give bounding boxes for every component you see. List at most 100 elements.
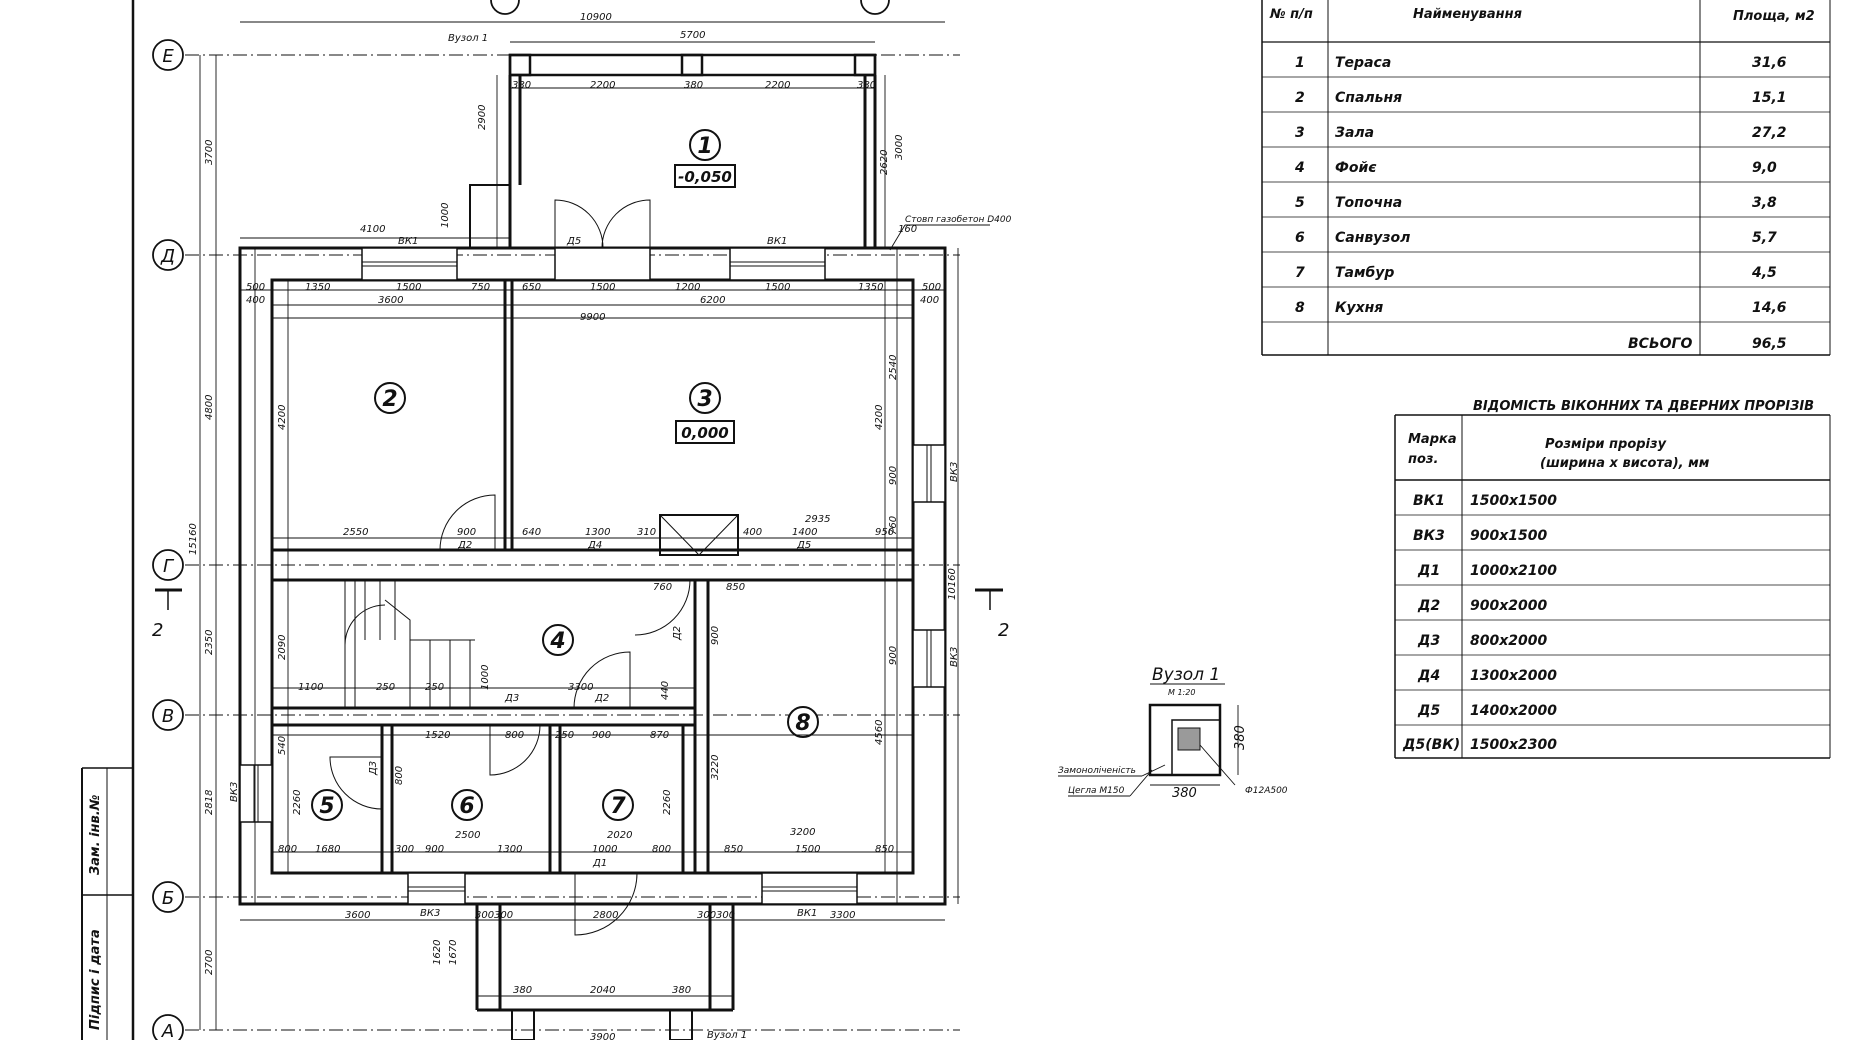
dim-ter-post-1: 380 xyxy=(512,80,531,91)
rooms-row-1-name: Тераса xyxy=(1335,55,1391,71)
dim-ter-seg-1: 2200 xyxy=(590,80,615,91)
room-3-number: 3 xyxy=(697,387,712,412)
dim-left-2700: 2700 xyxy=(204,950,215,975)
rooms-row-6: 6 Санвузол 5,7 xyxy=(1295,230,1777,246)
rooms-col-num: № п/п xyxy=(1269,7,1313,22)
mark-d2-vestibule: Д2 xyxy=(594,693,609,704)
dim-2900: 2900 xyxy=(477,105,488,130)
mark-vk1-top-right: ВК1 xyxy=(767,236,787,247)
dim-v-250: 250 xyxy=(555,730,574,741)
room-3-level: 0,000 xyxy=(681,424,728,442)
dim-terrace-width: 5700 xyxy=(680,30,705,41)
inventory-label: Зам. інв.№ xyxy=(88,794,103,875)
section-mark-right: 2 xyxy=(975,588,1009,641)
dimension-text: 10900 5700 380 2200 380 2200 380 4100 10… xyxy=(188,12,958,1040)
dim-7-2260: 2260 xyxy=(662,790,673,815)
rooms-row-2-name: Спальня xyxy=(1335,90,1402,106)
dim-row1-1500-b: 1500 xyxy=(590,282,615,293)
openings-row-7-size: 1400х2000 xyxy=(1470,703,1557,719)
dim-5-2260: 2260 xyxy=(292,790,303,815)
room-8-marker: 8 xyxy=(787,706,819,738)
rooms-row-8: 8 Кухня 14,6 xyxy=(1295,300,1787,316)
dim-row1-1350-r: 1350 xyxy=(858,282,883,293)
openings-row-8-mark: Д5(ВК) xyxy=(1402,737,1460,753)
dim-porch-2040: 2040 xyxy=(590,985,615,996)
dim-left-2350: 2350 xyxy=(204,630,215,655)
openings-row-6-size: 1300х2000 xyxy=(1470,668,1557,684)
rooms-row-7-name: Тамбур xyxy=(1335,265,1394,281)
openings-row-2: ВК3 900х1500 xyxy=(1413,528,1547,544)
openings-row-4-size: 900х2000 xyxy=(1470,598,1547,614)
rooms-row-3-num: 3 xyxy=(1295,125,1305,141)
dim-bottom-300-a: 300 xyxy=(475,910,494,921)
dimension-lines xyxy=(199,21,959,1030)
openings-row-3-mark: Д1 xyxy=(1417,563,1440,579)
node-detail: Вузол 1 М 1:20 380 380 Замоноліченість Ц… xyxy=(1058,665,1288,801)
dim-v-800: 800 xyxy=(505,730,524,741)
dim-3000: 3000 xyxy=(894,135,905,160)
dim-g-1300: 1300 xyxy=(585,527,610,538)
openings-row-3: Д1 1000х2100 xyxy=(1417,563,1557,579)
signature-label: Підпис і дата xyxy=(88,929,103,1030)
node-note-rebar: Ф12А500 xyxy=(1245,786,1288,796)
rooms-row-2-num: 2 xyxy=(1295,90,1305,106)
dim-porch-1620: 1620 xyxy=(432,940,443,965)
node-note-brick: Цегла М150 xyxy=(1068,786,1125,796)
dim-right-10160: 10160 xyxy=(947,568,958,600)
rooms-row-7-area: 4,5 xyxy=(1751,265,1777,281)
dim-row2-400-l: 400 xyxy=(246,295,265,306)
dim-left-15160: 15160 xyxy=(188,523,199,555)
openings-row-1-mark: ВК1 xyxy=(1413,493,1445,509)
dim-b-1000: 1000 xyxy=(592,844,617,855)
dim-1000-post: 1000 xyxy=(440,203,451,228)
dim-row2-6200: 6200 xyxy=(700,295,725,306)
axis-marker-v: В xyxy=(152,699,184,731)
dim-2090: 2090 xyxy=(277,635,288,660)
dim-v-900: 900 xyxy=(592,730,611,741)
dim-g-2935: 2935 xyxy=(805,514,830,525)
mark-d4: Д4 xyxy=(587,540,602,551)
rooms-row-4-area: 9,0 xyxy=(1752,160,1777,176)
rooms-row-4-num: 4 xyxy=(1294,160,1305,176)
dim-row3-9900: 9900 xyxy=(580,312,605,323)
rooms-row-5-num: 5 xyxy=(1295,195,1305,211)
dim-kitchen-3200: 3200 xyxy=(790,827,815,838)
dim-bottom-300-b: 300 xyxy=(494,910,513,921)
openings-row-1: ВК1 1500х1500 xyxy=(1413,493,1557,509)
openings-row-5-mark: Д3 xyxy=(1417,633,1440,649)
mark-vk1-bottom: ВК1 xyxy=(797,908,817,919)
room-6-marker: 6 xyxy=(451,789,483,821)
dim-row1-500-r: 500 xyxy=(922,282,941,293)
dim-kitchen-4560: 4560 xyxy=(874,720,885,745)
pillar-note: Стовп газобетон D400 xyxy=(905,215,1012,225)
axis-label-a: А xyxy=(161,1021,174,1040)
axis-label-d: Д xyxy=(160,246,175,267)
room-4-number: 4 xyxy=(549,629,565,654)
dim-g-310: 310 xyxy=(637,527,656,538)
openings-col-mark-1: Марка xyxy=(1408,432,1457,447)
dim-porch-1670: 1670 xyxy=(448,940,459,965)
openings-row-7: Д5 1400х2000 xyxy=(1417,703,1557,719)
opening-marks: ВК1 Д5 ВК1 ВК3 ВК3 ВК3 ВК3 ВК1 Д2 Д4 Д5 … xyxy=(229,33,1012,1040)
openings-table: ВІДОМІСТЬ ВІКОННИХ ТА ДВЕРНИХ ПРОРІЗІВ М… xyxy=(1394,399,1831,759)
room-2-number: 2 xyxy=(382,387,397,412)
openings-row-7-mark: Д5 xyxy=(1417,703,1440,719)
rooms-row-8-area: 14,6 xyxy=(1752,300,1787,316)
axis-marker-e: Е xyxy=(152,39,184,71)
openings-row-5: Д3 800х2000 xyxy=(1417,633,1547,649)
dim-bottom-300-c: 300 xyxy=(697,910,716,921)
rooms-row-3-name: Зала xyxy=(1335,125,1374,141)
dim-2620: 2620 xyxy=(879,150,890,175)
axis-marker-a: А xyxy=(152,1014,184,1040)
axis-marker-b: Б xyxy=(152,881,184,913)
dim-stair-250-a: 250 xyxy=(376,682,395,693)
dim-ter-seg-2: 380 xyxy=(684,80,703,91)
dim-g-2550: 2550 xyxy=(343,527,368,538)
room-5-marker: 5 xyxy=(311,789,343,821)
dim-b-1300: 1300 xyxy=(497,844,522,855)
axis-marker-g: Г xyxy=(152,549,184,581)
openings-col-mark-2: поз. xyxy=(1408,452,1438,467)
dim-bottom-3600: 3600 xyxy=(345,910,370,921)
rooms-row-6-area: 5,7 xyxy=(1752,230,1777,246)
